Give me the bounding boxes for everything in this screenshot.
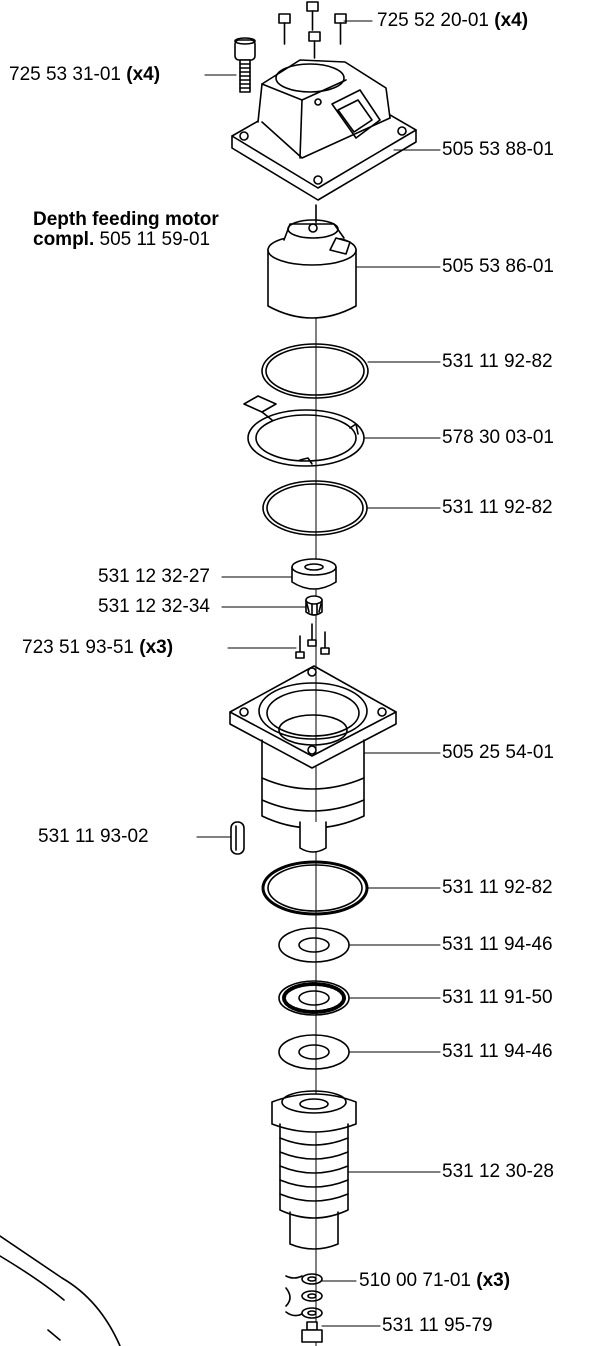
assembly-title-bold-2: compl. bbox=[33, 229, 95, 250]
assembly-title-bold: Depth feeding motor bbox=[33, 209, 219, 230]
motor bbox=[267, 204, 357, 319]
callout-label: 578 30 03-01 bbox=[442, 427, 554, 448]
small-gear bbox=[305, 595, 323, 616]
toothed-washer bbox=[278, 980, 350, 1016]
o-ring-3 bbox=[261, 860, 369, 916]
assembly-title: Depth feeding motor compl. 505 11 59-01 bbox=[33, 210, 219, 250]
callout-label: 505 25 54-01 bbox=[442, 742, 554, 763]
small-washers bbox=[285, 1273, 323, 1319]
callout-label: 505 53 86-01 bbox=[442, 256, 554, 277]
flange-bolt bbox=[301, 1321, 323, 1343]
screw-group-x3 bbox=[295, 623, 330, 659]
washer-2 bbox=[278, 1034, 350, 1070]
gearbox-housing bbox=[229, 665, 397, 853]
sensor-ring bbox=[243, 395, 365, 467]
callout-label: 531 11 92-82 bbox=[442, 497, 553, 518]
leader-lines bbox=[196, 20, 441, 1327]
o-ring-2 bbox=[262, 480, 368, 536]
cover-outline-partial bbox=[0, 1235, 121, 1346]
callout-label: 725 52 20-01 (x4) bbox=[377, 10, 529, 31]
callout-label: 531 12 30-28 bbox=[442, 1161, 554, 1182]
bellows-spindle bbox=[271, 1090, 357, 1250]
callout-label: 725 53 31-01 (x4) bbox=[9, 64, 161, 85]
callout-label: 505 53 88-01 bbox=[442, 139, 554, 160]
callout-label: 531 11 95-79 bbox=[382, 1315, 493, 1336]
callout-label: 510 00 71-01 (x3) bbox=[359, 1270, 511, 1291]
callout-label: 723 51 93-51 (x3) bbox=[22, 637, 174, 658]
key bbox=[230, 821, 245, 855]
callout-label: 531 11 92-82 bbox=[442, 351, 553, 372]
callout-label: 531 12 32-34 bbox=[98, 596, 210, 617]
o-ring-1 bbox=[261, 343, 369, 399]
motor-housing bbox=[231, 59, 417, 201]
washer-1 bbox=[278, 927, 350, 963]
coupling bbox=[291, 558, 337, 590]
callout-label: 531 11 93-02 bbox=[38, 826, 149, 847]
cap-screw bbox=[234, 37, 256, 93]
callout-label: 531 11 94-46 bbox=[442, 1041, 553, 1062]
callout-label: 531 12 32-27 bbox=[98, 566, 210, 587]
hex-screw-group-top bbox=[278, 1, 347, 59]
assembly-part-number: 505 11 59-01 bbox=[99, 229, 211, 250]
callout-label: 531 11 91-50 bbox=[442, 987, 553, 1008]
callout-label: 531 11 94-46 bbox=[442, 934, 553, 955]
callout-label: 531 11 92-82 bbox=[442, 877, 553, 898]
